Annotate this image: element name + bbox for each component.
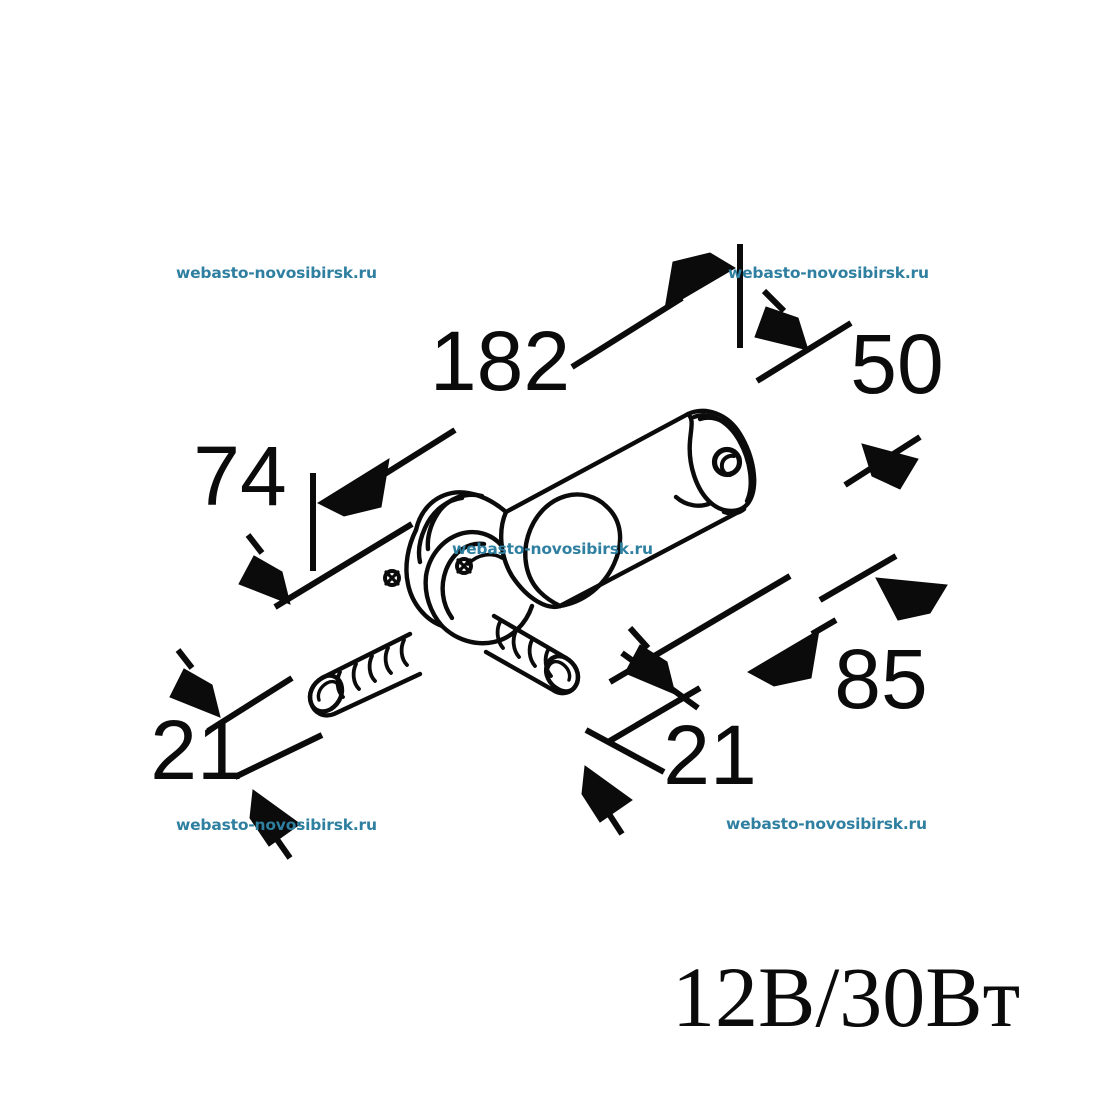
dimension-label-74: 74: [193, 429, 286, 523]
dimension-21-right: 21: [581, 625, 757, 836]
motor-end-cap: [673, 408, 757, 516]
end-cap-screw: [711, 446, 743, 478]
dimension-label-182: 182: [430, 314, 570, 408]
outlet-hose-barb: [483, 613, 581, 696]
dimension-50: 50: [754, 288, 944, 490]
dimension-85: 85: [606, 553, 948, 745]
dimension-label-50: 50: [850, 317, 943, 411]
watermark: webasto-novosibirsk.ru: [726, 815, 927, 833]
clamp-lug-right: [455, 557, 473, 575]
dimension-74: 74: [193, 429, 414, 610]
dimension-label-85: 85: [834, 632, 927, 726]
dimension-label-21-right: 21: [663, 708, 756, 802]
product-illustration: [307, 408, 757, 718]
watermark: webasto-novosibirsk.ru: [176, 264, 377, 282]
watermark: webasto-novosibirsk.ru: [452, 540, 653, 558]
clamp-lug-left: [383, 569, 401, 587]
watermark-layer: webasto-novosibirsk.ru webasto-novosibir…: [176, 264, 929, 834]
dimension-182: 182: [310, 244, 743, 541]
spec-voltage-power: 12В/30Вт: [672, 949, 1020, 1045]
dimension-21-left: 21: [150, 648, 324, 860]
watermark: webasto-novosibirsk.ru: [176, 816, 377, 834]
dimension-label-21-left: 21: [150, 703, 243, 797]
watermark: webasto-novosibirsk.ru: [728, 264, 929, 282]
motor-housing: [499, 411, 747, 610]
pump-head: [404, 490, 623, 646]
inlet-hose-barb: [307, 631, 423, 718]
